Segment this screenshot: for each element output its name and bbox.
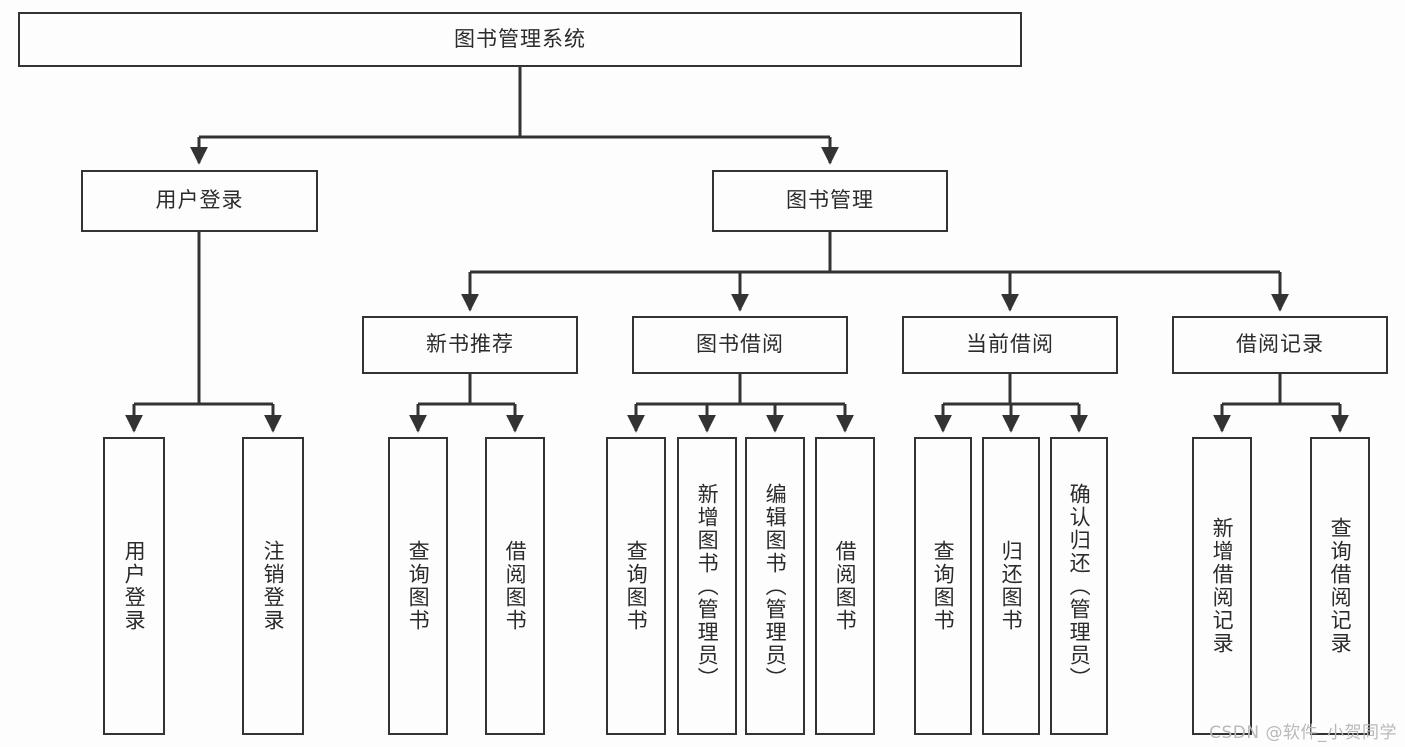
node-borrow-record[interactable]: 借阅记录 bbox=[1172, 316, 1388, 374]
node-current-borrow[interactable]: 当前借阅 bbox=[902, 316, 1118, 374]
node-leaf-add-book-label: 新增图书（管理员） bbox=[695, 482, 720, 690]
node-leaf-confirm-return-label: 确认归还（管理员） bbox=[1067, 482, 1092, 690]
node-leaf-return-book[interactable]: 归还图书 bbox=[982, 437, 1040, 735]
node-leaf-add-borrow-record-label: 新增借阅记录 bbox=[1210, 517, 1235, 655]
node-new-book-recommend-label: 新书推荐 bbox=[426, 332, 514, 357]
node-leaf-borrow-book-rec[interactable]: 借阅图书 bbox=[485, 437, 545, 735]
node-borrow-record-label: 借阅记录 bbox=[1236, 332, 1324, 357]
node-leaf-confirm-return[interactable]: 确认归还（管理员） bbox=[1050, 437, 1108, 735]
node-leaf-query-borrow-record-label: 查询借阅记录 bbox=[1328, 517, 1353, 655]
node-current-borrow-label: 当前借阅 bbox=[966, 332, 1054, 357]
node-leaf-query-book-rec-label: 查询图书 bbox=[406, 540, 431, 632]
node-leaf-borrow-book[interactable]: 借阅图书 bbox=[815, 437, 875, 735]
node-book-borrow-label: 图书借阅 bbox=[696, 332, 784, 357]
node-leaf-query-borrow-record[interactable]: 查询借阅记录 bbox=[1310, 437, 1370, 735]
node-leaf-user-login-label: 用户登录 bbox=[122, 540, 147, 632]
node-root-label: 图书管理系统 bbox=[454, 26, 586, 51]
node-leaf-return-book-label: 归还图书 bbox=[999, 540, 1024, 632]
node-leaf-query-book-current-label: 查询图书 bbox=[931, 540, 956, 632]
node-leaf-add-borrow-record[interactable]: 新增借阅记录 bbox=[1192, 437, 1252, 735]
node-new-book-recommend[interactable]: 新书推荐 bbox=[362, 316, 578, 374]
node-leaf-user-logout-label: 注销登录 bbox=[261, 540, 286, 632]
node-leaf-add-book[interactable]: 新增图书（管理员） bbox=[677, 437, 737, 735]
node-leaf-borrow-book-rec-label: 借阅图书 bbox=[503, 540, 528, 632]
node-book-manage[interactable]: 图书管理 bbox=[712, 170, 948, 232]
node-user-login-label: 用户登录 bbox=[155, 188, 244, 213]
node-root[interactable]: 图书管理系统 bbox=[18, 12, 1022, 67]
node-book-manage-label: 图书管理 bbox=[786, 188, 874, 213]
node-leaf-borrow-book-label: 借阅图书 bbox=[833, 540, 858, 632]
node-leaf-user-login[interactable]: 用户登录 bbox=[103, 437, 165, 735]
watermark: CSDN @软件_小贺同学 bbox=[1209, 723, 1397, 743]
node-leaf-user-logout[interactable]: 注销登录 bbox=[242, 437, 304, 735]
node-user-login[interactable]: 用户登录 bbox=[81, 170, 318, 232]
node-leaf-query-book-current[interactable]: 查询图书 bbox=[914, 437, 972, 735]
node-leaf-query-book-rec[interactable]: 查询图书 bbox=[388, 437, 448, 735]
node-book-borrow[interactable]: 图书借阅 bbox=[632, 316, 848, 374]
node-leaf-query-book-borrow[interactable]: 查询图书 bbox=[606, 437, 666, 735]
node-leaf-query-book-borrow-label: 查询图书 bbox=[624, 540, 649, 632]
node-leaf-edit-book[interactable]: 编辑图书（管理员） bbox=[745, 437, 805, 735]
node-leaf-edit-book-label: 编辑图书（管理员） bbox=[763, 482, 788, 690]
